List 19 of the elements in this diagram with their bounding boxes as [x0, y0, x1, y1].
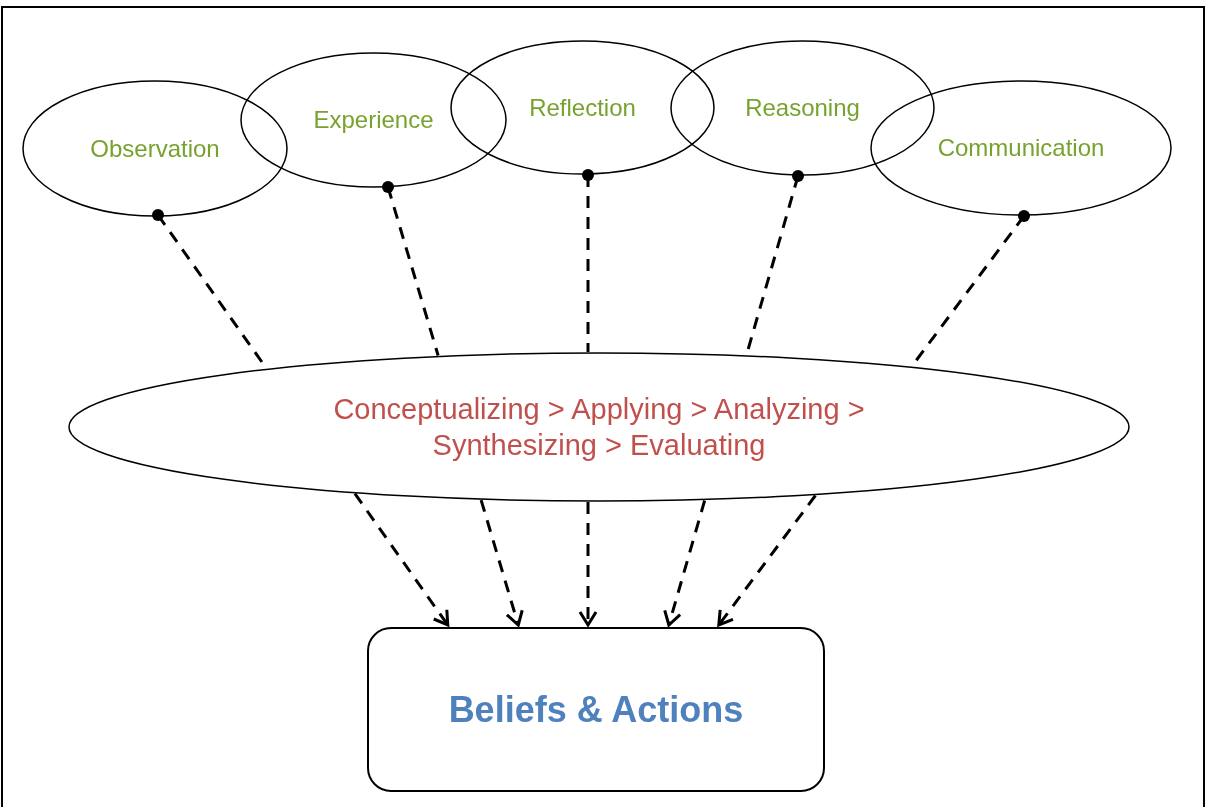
- node-label: Communication: [937, 133, 1105, 163]
- dashed-arrow: [353, 492, 450, 627]
- node-label: Reflection: [529, 92, 636, 123]
- ellipse-node: [68, 352, 1130, 502]
- node-label: Observation: [90, 133, 220, 164]
- dashed-arrow: [717, 494, 817, 627]
- node-label: Reasoning: [745, 93, 860, 123]
- ellipse-node: [22, 80, 288, 217]
- ellipse-node: [240, 52, 507, 188]
- node-label: Experience: [313, 105, 434, 135]
- rounded-box: [367, 627, 825, 792]
- ellipse-node: [450, 40, 715, 175]
- node-label: Beliefs & Actions: [448, 687, 744, 732]
- node-label: Conceptualizing > Applying > Analyzing > Synthesizing > Evaluating: [332, 391, 866, 463]
- ellipse-node: [870, 80, 1172, 216]
- dashed-arrow: [479, 499, 524, 627]
- dashed-arrow: [578, 502, 598, 627]
- ellipse-node: [670, 40, 935, 176]
- dashed-arrow: [663, 500, 707, 627]
